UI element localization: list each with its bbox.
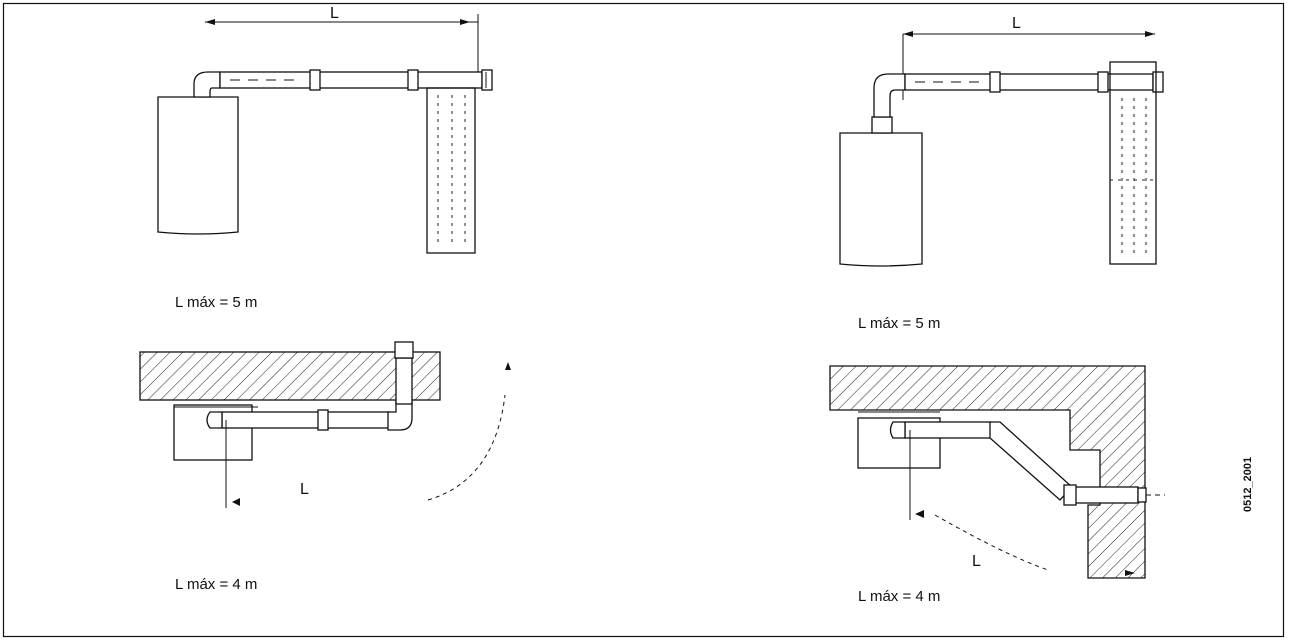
elbow-pipe	[193, 71, 221, 98]
brick-wall	[426, 87, 476, 254]
dimension-arrow-right	[1125, 570, 1135, 576]
dimension-arrow-up	[505, 362, 511, 370]
wall-terminal	[1137, 487, 1147, 503]
dimension-arrow-left	[205, 19, 215, 25]
hatched-wall	[829, 365, 1146, 579]
elbow-pipe	[387, 399, 413, 431]
figure-code: 0512_2001	[1242, 457, 1254, 512]
caption-bottom-left: L máx = 4 m	[175, 576, 257, 593]
angled-pipe	[989, 421, 1073, 501]
caption-top-left: L máx = 5 m	[175, 294, 257, 311]
boiler	[157, 96, 239, 235]
hatched-wall	[139, 351, 441, 401]
boiler	[839, 132, 923, 267]
wall-terminal	[481, 69, 493, 91]
horizontal-pipe-outlet	[1067, 486, 1139, 504]
dimension-arrow-left	[903, 31, 913, 37]
diagram-bottom-left: L	[139, 341, 511, 508]
dimension-arrow-right	[460, 19, 470, 25]
horizontal-pipe	[904, 421, 992, 439]
dimension-arrow	[915, 510, 924, 518]
brick-wall	[1109, 61, 1157, 265]
wall-terminal	[394, 341, 414, 359]
dimension-label: L	[972, 553, 981, 570]
dimension-label: L	[300, 481, 309, 498]
boiler	[857, 417, 941, 469]
boiler	[173, 404, 253, 461]
caption-bottom-right: L máx = 4 m	[858, 588, 940, 605]
dimension-label: L	[330, 5, 339, 22]
diagram-bottom-right: L	[829, 365, 1165, 579]
dimension-arrow-right	[1145, 31, 1155, 37]
horizontal-pipe	[219, 71, 483, 89]
horizontal-pipe	[221, 411, 391, 429]
flue-connector	[871, 116, 893, 134]
vertical-pipe	[395, 357, 413, 405]
caption-top-right: L máx = 5 m	[858, 315, 940, 332]
dimension-arrow	[232, 498, 240, 506]
dimension-label: L	[1012, 15, 1021, 32]
diagram-top-right: L	[839, 15, 1164, 267]
elbow-pipe	[873, 73, 906, 118]
wall-terminal	[1152, 71, 1164, 93]
diagram-top-left: L	[157, 5, 493, 254]
